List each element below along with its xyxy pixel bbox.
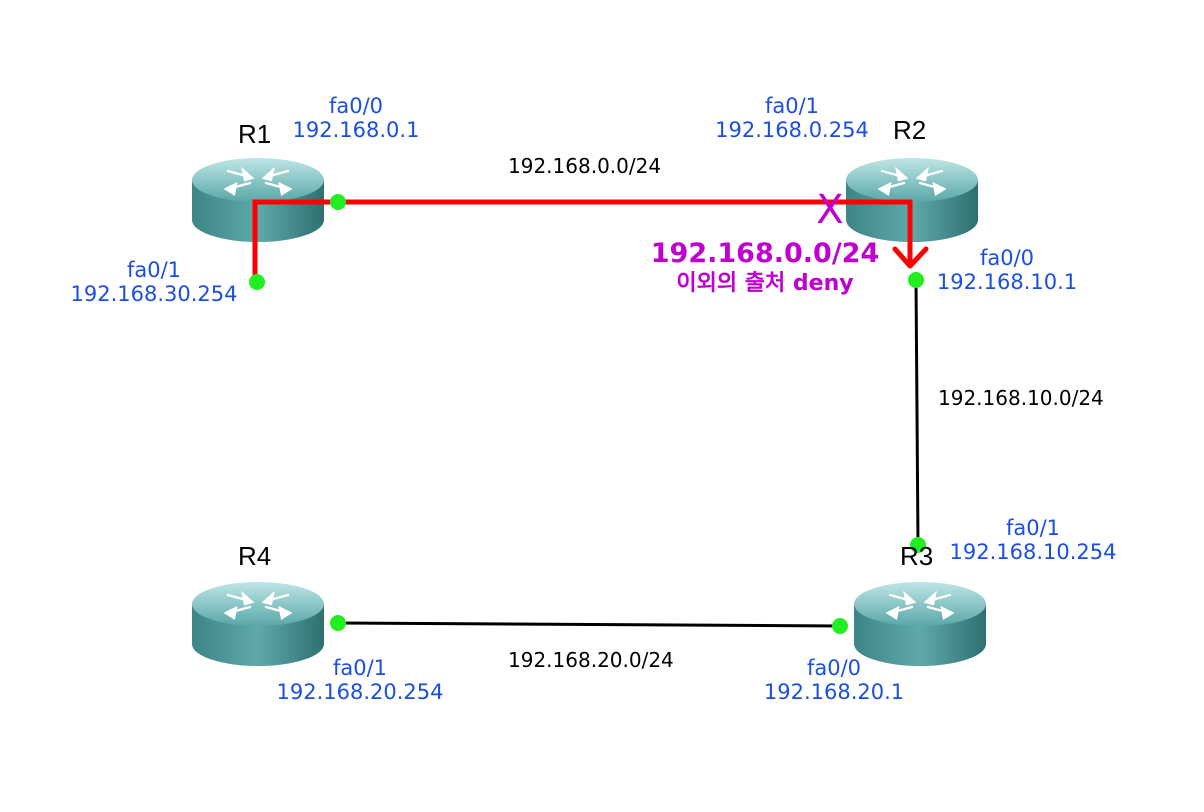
iface-name: fa0/0 bbox=[806, 656, 862, 680]
link-r3-r4 bbox=[337, 621, 841, 628]
iface-label-r2-fa01: fa0/1 192.168.0.254 bbox=[704, 94, 880, 142]
network-label-r2-r3: 192.168.10.0/24 bbox=[938, 386, 1104, 410]
acl-deny-note: 192.168.0.0/24 이외의 출처 deny bbox=[640, 238, 890, 298]
port-r1-fa01[interactable] bbox=[249, 274, 265, 290]
iface-label-r3-fa01: fa0/1 192.168.10.254 bbox=[946, 516, 1120, 564]
iface-ip: 192.168.0.1 bbox=[292, 118, 420, 142]
iface-ip: 192.168.10.254 bbox=[949, 540, 1117, 564]
router-r4-name: R4 bbox=[238, 541, 272, 571]
link-r2-r3 bbox=[914, 279, 920, 546]
iface-name: fa0/1 bbox=[1005, 516, 1061, 540]
iface-label-r1-fa00: fa0/0 192.168.0.1 bbox=[288, 94, 424, 142]
traffic-path bbox=[252, 199, 913, 282]
iface-name: fa0/1 bbox=[126, 258, 182, 282]
port-r3-fa00[interactable] bbox=[832, 618, 848, 634]
router-r4[interactable] bbox=[190, 580, 326, 668]
port-r1-fa00[interactable] bbox=[330, 194, 346, 210]
acl-deny-network: 192.168.0.0/24 bbox=[650, 238, 880, 269]
iface-name: fa0/0 bbox=[328, 94, 384, 118]
port-r3-fa01[interactable] bbox=[910, 537, 926, 553]
iface-ip: 192.168.0.254 bbox=[715, 118, 869, 142]
iface-ip: 192.168.30.254 bbox=[70, 282, 238, 306]
iface-label-r1-fa01: fa0/1 192.168.30.254 bbox=[62, 258, 246, 306]
router-r3-name: R3 bbox=[900, 541, 934, 571]
traffic-path-arrowhead bbox=[892, 246, 929, 269]
iface-label-r3-fa00: fa0/0 192.168.20.1 bbox=[746, 656, 922, 704]
acl-deny-text: 이외의 출처 deny bbox=[676, 271, 854, 296]
router-r3[interactable] bbox=[852, 580, 988, 668]
iface-name: fa0/1 bbox=[764, 94, 820, 118]
iface-label-r2-fa00: fa0/0 192.168.10.1 bbox=[934, 246, 1080, 294]
port-r2-fa00[interactable] bbox=[908, 272, 924, 288]
router-r2-name: R2 bbox=[893, 115, 927, 145]
iface-name: fa0/1 bbox=[332, 656, 388, 680]
iface-name: fa0/0 bbox=[979, 246, 1035, 270]
port-r4-fa01[interactable] bbox=[330, 615, 346, 631]
iface-ip: 192.168.20.254 bbox=[276, 680, 444, 704]
network-label-r3-r4: 192.168.20.0/24 bbox=[508, 648, 674, 672]
network-label-r1-r2: 192.168.0.0/24 bbox=[508, 154, 662, 178]
iface-ip: 192.168.20.1 bbox=[763, 680, 905, 704]
router-r1-name: R1 bbox=[238, 119, 272, 149]
acl-block-mark: X bbox=[816, 187, 843, 233]
iface-ip: 192.168.10.1 bbox=[936, 270, 1078, 294]
iface-label-r4-fa01: fa0/1 192.168.20.254 bbox=[268, 656, 452, 704]
